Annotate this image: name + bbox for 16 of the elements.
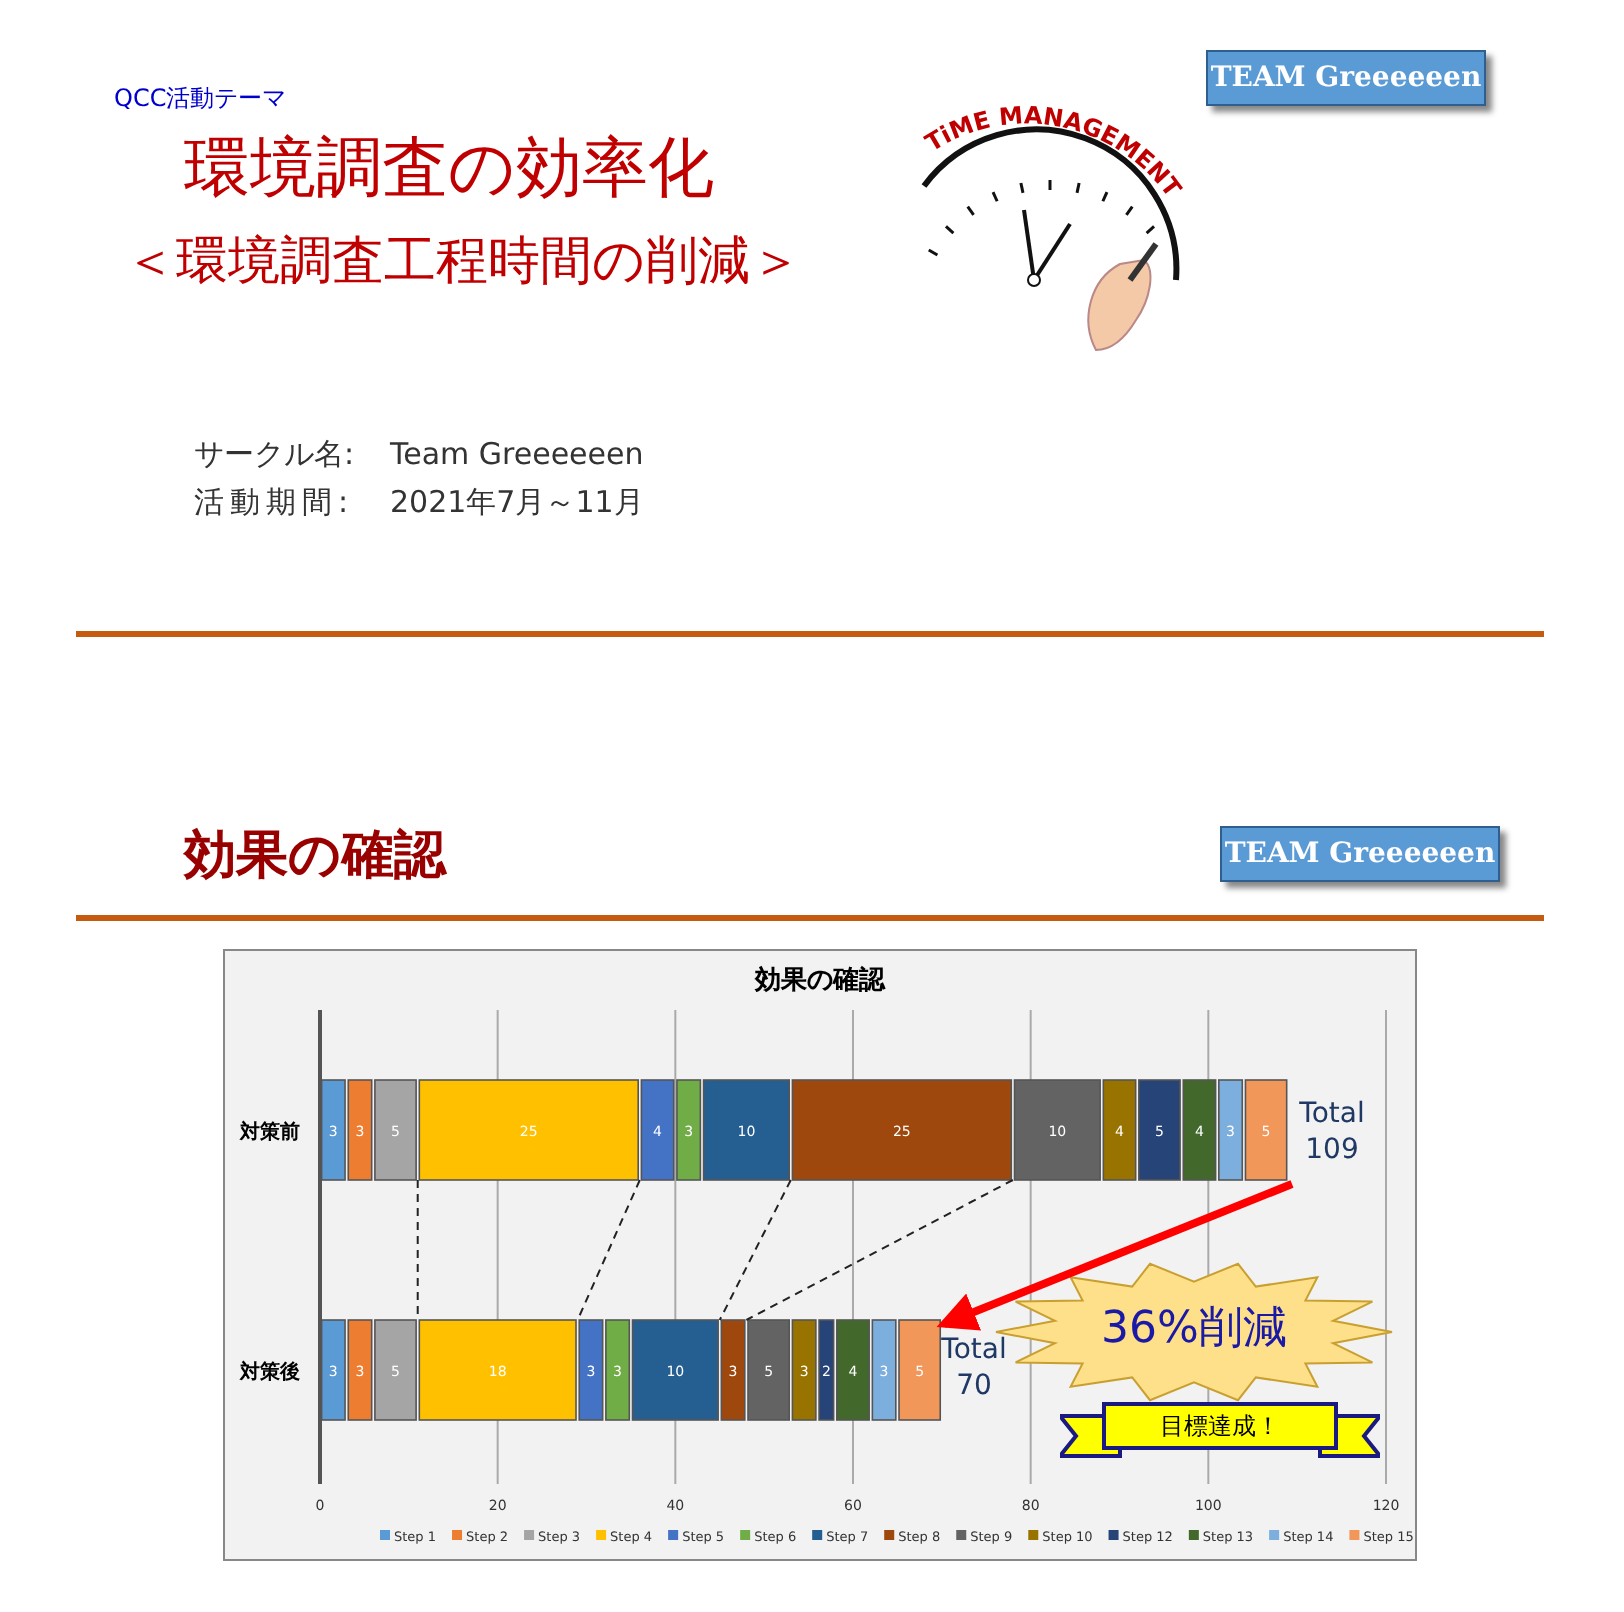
- arrow: [936, 1180, 1294, 1331]
- category-label: 対策後: [240, 1362, 300, 1384]
- chart-title: 効果の確認: [755, 966, 885, 996]
- team-badge: TEAM Greeeeeen: [1206, 50, 1486, 106]
- field-value: 2021年7月～11月: [390, 484, 644, 522]
- slide-title: 環境調査の効率化: [184, 126, 714, 210]
- team-badge: TEAM Greeeeeen: [1220, 826, 1500, 882]
- field-label: サークル名:: [194, 436, 355, 474]
- slide-subtitle: ＜環境調査工程時間の削減＞: [124, 230, 802, 296]
- field-value: Team Greeeeeen: [390, 436, 644, 472]
- field-label: 活動期間:: [194, 484, 355, 522]
- theme-label: QCC活動テーマ: [114, 82, 287, 116]
- total-label: Total 109: [1292, 1096, 1372, 1168]
- section-heading: 効果の確認: [184, 824, 446, 890]
- total-label: Total 70: [940, 1332, 1008, 1404]
- category-label: 対策前: [240, 1122, 300, 1144]
